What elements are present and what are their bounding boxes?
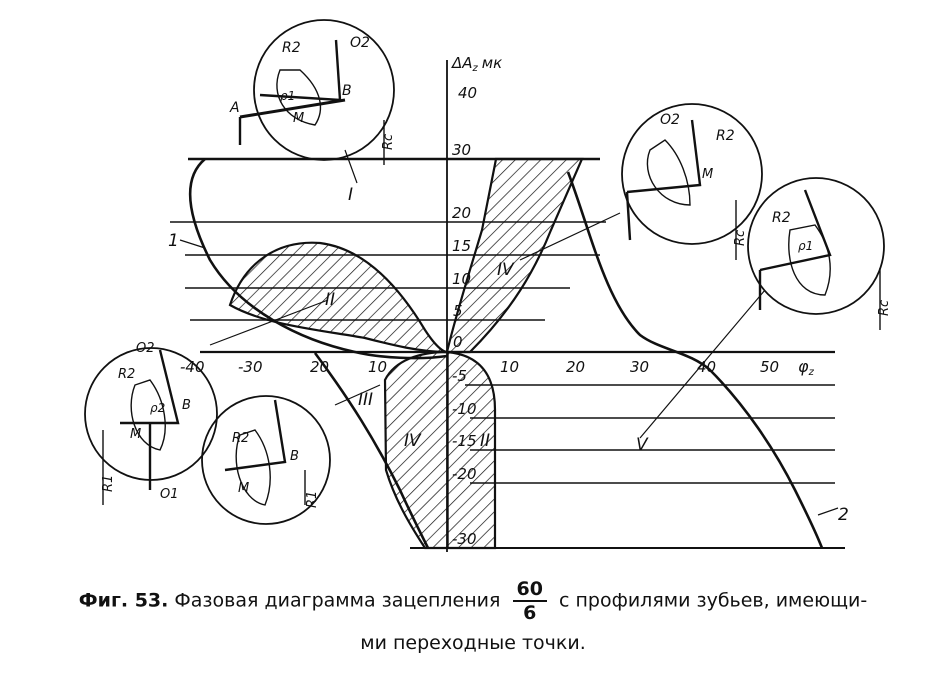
curve-III xyxy=(313,352,430,549)
y-tick-40: 40 xyxy=(458,84,477,102)
inset-left-upper-O1: O1 xyxy=(160,487,179,502)
inset-left-upper-M: M xyxy=(130,427,141,442)
inset-left-upper: O2 R2 ρ2 B M R1 O1 xyxy=(84,341,218,505)
curve-1 xyxy=(188,158,448,360)
label-IV-lower: IV xyxy=(404,431,422,451)
y-tick-m30: -30 xyxy=(452,530,477,548)
inset-right-lower-Rc: Rc xyxy=(877,300,892,316)
y-tick-labels: 40 30 20 15 10 5 0 -5 -10 -15 -20 -30 xyxy=(452,84,477,548)
y-tick-15: 15 xyxy=(452,237,471,255)
x-tick-20: 20 xyxy=(566,358,585,376)
curves xyxy=(188,158,824,549)
inset-right-upper-R2: R2 xyxy=(716,128,735,144)
hatched-regions xyxy=(228,157,584,550)
y-tick-m5: -5 xyxy=(452,367,467,385)
caption-fraction: 60 6 xyxy=(512,578,547,624)
inset-top-R2: R2 xyxy=(282,40,301,56)
x-tick-10: 10 xyxy=(500,358,519,376)
inset-right-upper: O2 R2 M Rc xyxy=(621,103,763,260)
y-tick-20: 20 xyxy=(452,204,471,222)
inset-right-upper-M: M xyxy=(702,167,713,182)
inset-top-A: A xyxy=(229,100,240,116)
y-tick-30: 30 xyxy=(452,141,471,159)
y-tick-10: 10 xyxy=(452,270,471,288)
x-tick-m30: -30 xyxy=(238,358,263,376)
region-II-upper xyxy=(228,241,448,354)
x-tick-m10: 10 xyxy=(368,358,387,376)
region-IV-II-lower xyxy=(383,350,497,550)
inset-right-lower-rho1: ρ1 xyxy=(798,239,813,253)
inset-top: R2 O2 A B M ρ1 Rc xyxy=(229,19,396,165)
inset-left-upper-R1: R1 xyxy=(101,475,116,492)
inset-left-lower: R2 B M R1 xyxy=(201,395,331,525)
x-tick-40: 40 xyxy=(697,358,716,376)
region-IV-upper xyxy=(445,157,584,354)
inset-left-upper-O2: O2 xyxy=(136,341,155,356)
x-tick-30: 30 xyxy=(630,358,649,376)
caption-fig-number: Фиг. 53. xyxy=(78,589,169,612)
caption-fraction-denominator: 6 xyxy=(523,602,537,624)
caption-line-1: Фиг. 53. Фазовая диаграмма зацепления 60… xyxy=(40,578,906,624)
label-IV-upper: IV xyxy=(497,260,515,280)
label-I: I xyxy=(348,185,353,205)
inset-right-upper-O2: O2 xyxy=(660,112,680,128)
figure-caption: Фиг. 53. Фазовая диаграмма зацепления 60… xyxy=(40,578,906,662)
y-tick-m20: -20 xyxy=(452,465,477,483)
inset-right-lower: R2 ρ1 Rc xyxy=(747,177,892,330)
leader-lines xyxy=(179,149,839,516)
inset-left-upper-rho2: ρ2 xyxy=(150,401,165,415)
y-tick-5: 5 xyxy=(453,302,463,320)
inset-left-upper-B: B xyxy=(182,398,191,413)
label-curve-2: 2 xyxy=(838,505,849,525)
x-tick-50: 50 xyxy=(760,358,779,376)
inset-right-upper-Rc: Rc xyxy=(733,230,748,246)
x-axis-label: φz xyxy=(798,357,815,378)
caption-line-2: ми переходные точки. xyxy=(360,632,586,654)
region-labels: 1 2 I II III IV IV II V xyxy=(168,185,849,525)
label-III: III xyxy=(358,390,373,410)
inset-left-lower-B: B xyxy=(290,449,299,464)
x-tick-m20: 20 xyxy=(310,358,329,376)
x-tick-m40: -40 xyxy=(180,358,205,376)
label-II-upper: II xyxy=(325,290,335,310)
inset-left-lower-M: M xyxy=(238,481,249,496)
inset-left-lower-R1: R1 xyxy=(305,491,320,508)
inset-top-O2: O2 xyxy=(350,35,370,51)
x-tick-labels: -40 -30 20 10 10 20 30 40 50 φz xyxy=(180,357,815,378)
label-curve-1: 1 xyxy=(168,231,179,251)
inset-top-B: B xyxy=(342,83,352,99)
inset-top-M: M xyxy=(293,111,304,126)
y-tick-m10: -10 xyxy=(452,400,477,418)
inset-left-lower-R2: R2 xyxy=(232,431,249,446)
caption-text-after: с профилями зубьев, имеющи- xyxy=(559,589,868,612)
y-tick-0: 0 xyxy=(453,333,463,351)
caption-fraction-numerator: 60 xyxy=(512,578,547,602)
curve-2 xyxy=(566,171,824,549)
inset-right-lower-R2: R2 xyxy=(772,210,791,226)
inset-top-Rc: Rc xyxy=(381,134,396,150)
label-V: V xyxy=(636,435,649,455)
caption-text-before: Фазовая диаграмма зацепления xyxy=(174,589,501,612)
label-II-lower: II xyxy=(480,431,490,451)
inset-left-upper-R2: R2 xyxy=(118,367,135,382)
y-tick-m15: -15 xyxy=(452,432,477,450)
inset-top-rho1: ρ1 xyxy=(280,89,295,103)
